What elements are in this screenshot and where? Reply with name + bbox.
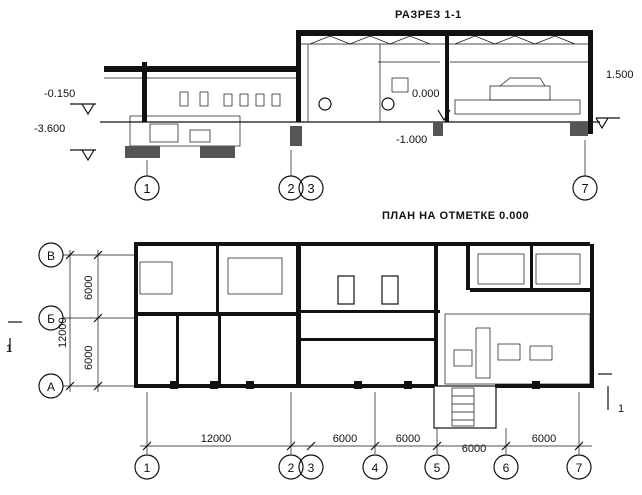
side-dim-6000-upper: 6000 [83,276,95,300]
svg-text:6: 6 [503,461,510,475]
axis-2: 2 [278,392,304,480]
level-minus-3600: -3.600 [34,123,65,135]
section-roof-low [104,66,299,72]
level-minus-1000: -1.000 [396,134,427,146]
svg-text:1: 1 [144,461,151,475]
axis-7: 7 [566,392,592,480]
svg-text:5: 5 [434,461,441,475]
axis-6: 6 [493,428,519,480]
level-minus-0150: -0.150 [44,88,75,100]
axis-4: 4 [362,392,388,480]
bottom-dim-12000: 12000 [201,433,232,445]
svg-text:1: 1 [143,181,150,196]
section-roof-high [296,30,592,36]
section-mark-right: 1 [618,403,624,415]
svg-text:3: 3 [308,461,315,475]
svg-text:В: В [47,249,55,263]
svg-text:3: 3 [307,181,314,196]
row-axis-a: А [38,373,134,399]
plan-view [8,242,612,429]
plan-title: ПЛАН НА ОТМЕТКЕ 0.000 [382,210,529,222]
section-axis-7: 7 [572,140,598,201]
axis-5: 5 [424,428,450,480]
svg-text:2: 2 [287,181,294,196]
bottom-dim-6000-2: 6000 [396,433,420,445]
section-axis-2: 2 [278,150,304,201]
row-axis-b: Б [38,305,134,331]
svg-text:4: 4 [372,461,379,475]
row-axis-v: В [38,242,134,268]
level-1500: 1.500 [606,69,634,81]
side-dimension-chain [65,250,103,392]
axis-1: 1 [134,392,160,480]
section-mark-left: 1 [6,343,12,355]
side-dim-6000-lower: 6000 [83,346,95,370]
bottom-dim-6000-1: 6000 [333,433,357,445]
svg-text:А: А [47,380,55,394]
svg-text:Б: Б [47,312,55,326]
svg-text:2: 2 [288,461,295,475]
section-axis-3: 3 [298,175,324,201]
level-0000: 0.000 [412,88,440,100]
section-axis-1: 1 [134,160,160,201]
svg-text:7: 7 [581,181,588,196]
svg-text:7: 7 [576,461,583,475]
bottom-dim-6000-4: 6000 [532,433,556,445]
section-view [70,30,620,162]
side-dim-12000: 12000 [57,317,69,348]
section-title: РАЗРЕЗ 1-1 [395,9,462,21]
axis-3: 3 [298,454,324,480]
bottom-dim-6000-3: 6000 [462,443,486,455]
